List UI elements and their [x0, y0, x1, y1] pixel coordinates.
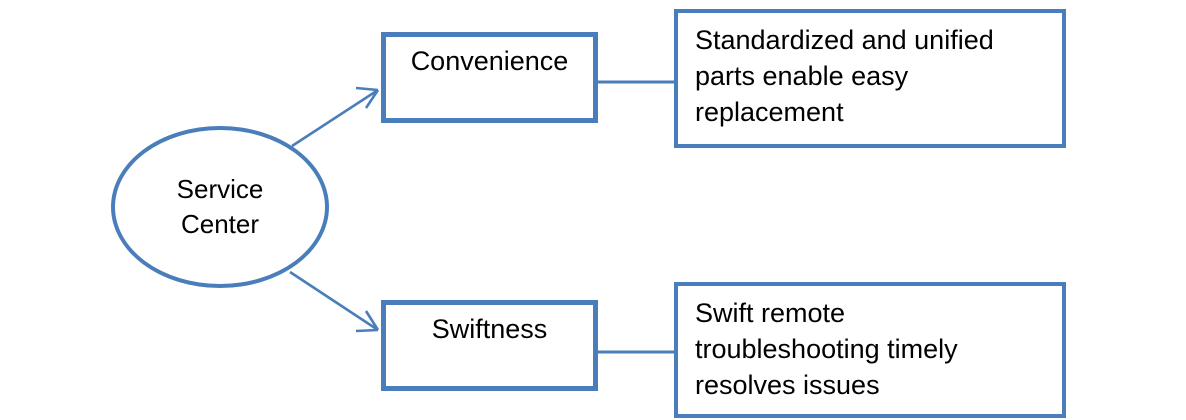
node-swiftness-label: Swiftness — [431, 314, 548, 344]
node-convenience-detail[interactable]: Standardized and unified parts enable ea… — [674, 9, 1066, 148]
node-convenience-detail-line-2: parts enable easy — [695, 60, 909, 91]
connector-root-to-convenience — [291, 86, 380, 148]
node-service-center[interactable]: Service Center — [111, 126, 329, 288]
node-convenience-detail-line-1: Standardized and unified — [695, 25, 994, 55]
node-service-center-line-2: Center — [180, 209, 260, 239]
node-swiftness-detail-line-1: Swift remote — [695, 298, 846, 328]
node-swiftness-detail-line-2: troubleshooting timely — [695, 333, 958, 364]
node-convenience[interactable]: Convenience — [381, 32, 598, 123]
node-service-center-line-1: Service — [176, 174, 264, 205]
node-convenience-label: Convenience — [410, 46, 569, 76]
node-convenience-detail-line-3: replacement — [695, 96, 844, 127]
node-swiftness-detail[interactable]: Swift remote troubleshooting timely reso… — [674, 282, 1066, 418]
connector-root-to-swiftness — [289, 270, 380, 333]
node-swiftness-detail-line-3: resolves issues — [695, 369, 880, 400]
node-swiftness[interactable]: Swiftness — [381, 300, 598, 391]
